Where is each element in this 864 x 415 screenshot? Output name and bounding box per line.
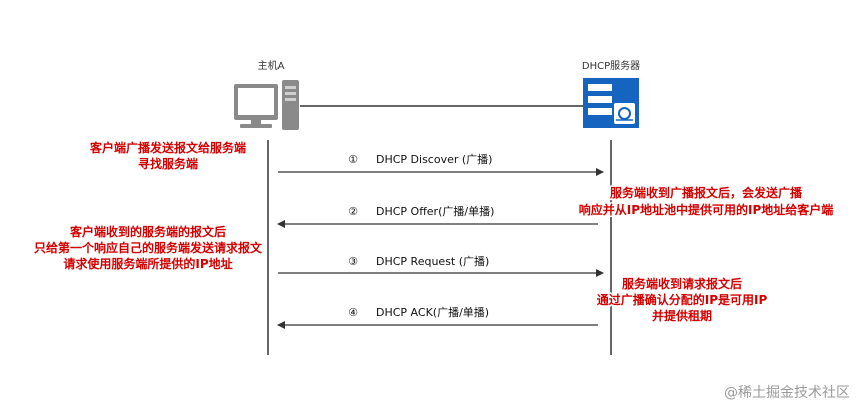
note-request-line-1: 客户端收到的服务端的报文后 <box>69 224 226 239</box>
note-discover-line-1: 客户端广播发送报文给服务端 <box>89 140 246 155</box>
message-number-1: ① <box>348 153 358 166</box>
note-discover-line-2: 寻找服务端 <box>138 156 198 171</box>
note-ack-line-1: 服务端收到请求报文后 <box>622 276 742 291</box>
message-label-3: DHCP Request (广播) <box>376 254 489 268</box>
note-request-line-3: 请求使用服务端所提供的IP地址 <box>63 256 232 271</box>
watermark: @稀土掘金技术社区 <box>724 385 850 401</box>
message-number-4: ④ <box>348 306 358 319</box>
server-icon <box>583 78 639 128</box>
note-offer-line-1: 服务端收到广播报文后，会发送广播 <box>610 185 803 200</box>
message-label-1: DHCP Discover (广播) <box>376 152 492 166</box>
note-offer-line-2: 响应并从IP地址池中提供可用的IP地址给客户端 <box>579 202 834 217</box>
message-number-3: ③ <box>348 255 358 268</box>
note-request-line-2: 只给第一个响应自己的服务端发送请求报文 <box>34 240 263 255</box>
note-ack-line-3: 并提供租期 <box>652 308 712 323</box>
message-label-4: DHCP ACK(广播/单播) <box>376 305 489 319</box>
client-label: 主机A <box>258 59 285 72</box>
message-label-2: DHCP Offer(广播/单播) <box>376 204 494 218</box>
note-ack-line-2: 通过广播确认分配的IP是可用IP <box>597 292 768 307</box>
server-label: DHCP服务器 <box>582 59 640 72</box>
message-number-2: ② <box>348 205 358 218</box>
computer-icon <box>234 80 299 130</box>
